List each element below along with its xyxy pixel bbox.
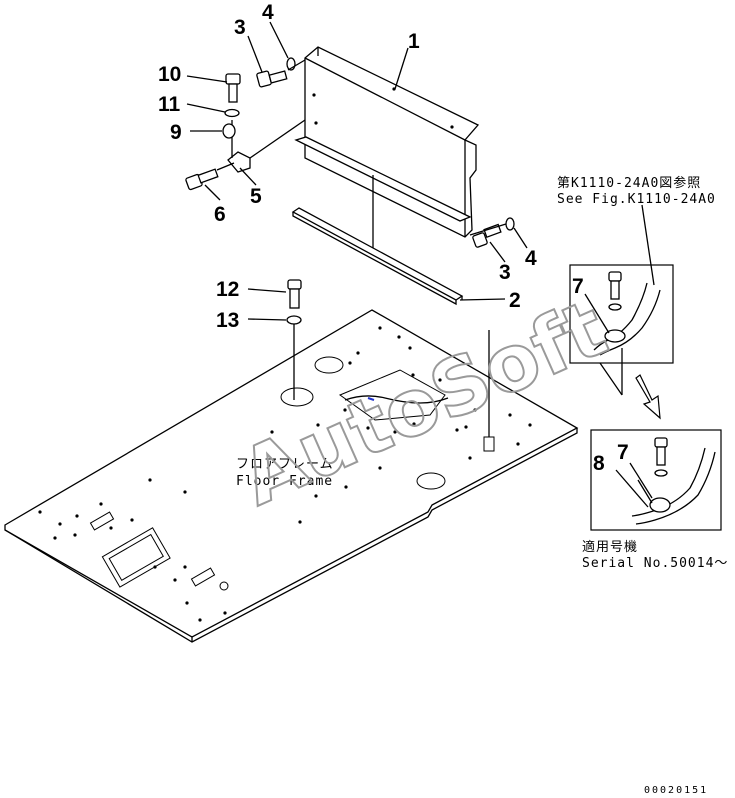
cover-plate: [294, 46, 480, 250]
bolt-12: [287, 279, 302, 309]
callouts: 1 4 3 10 11 9 5 6 3 4 2 12 13 7 7 8: [158, 1, 629, 475]
callout-10: 10: [158, 63, 181, 86]
see-fig-note-en: See Fig.K1110-24A0: [557, 192, 716, 207]
callout-7-lower: 7: [617, 441, 629, 464]
bolt-10: [225, 73, 241, 103]
callout-7-upper: 7: [572, 275, 584, 298]
bracket: [227, 119, 306, 173]
callout-9: 9: [170, 121, 182, 144]
callout-8: 8: [593, 452, 605, 475]
callout-5: 5: [250, 185, 262, 208]
rubber-strip: [291, 207, 464, 306]
callout-6: 6: [214, 203, 226, 226]
serial-note-jp: 適用号機: [582, 539, 638, 555]
callout-4-upper: 4: [262, 1, 274, 24]
callout-13: 13: [216, 309, 239, 332]
callout-12: 12: [216, 278, 239, 301]
callout-3-upper: 3: [234, 16, 246, 39]
bolt-6: [185, 168, 219, 191]
arrow-down-icon: [635, 374, 661, 420]
floor-harness: [344, 395, 449, 404]
floor-frame: [4, 309, 579, 643]
drawing-id: 00020151: [644, 785, 708, 796]
nut-9: [222, 123, 236, 139]
floor-frame-label-en: Floor Frame: [236, 474, 333, 489]
see-fig-note-jp: 第K1110-24A0図参照: [557, 175, 701, 191]
washer-13: [286, 315, 302, 325]
serial-note-en: Serial No.50014～: [582, 556, 728, 571]
detail-box-lower: [590, 429, 722, 531]
callout-2: 2: [509, 289, 521, 312]
bolt-3-upper: [256, 70, 288, 88]
callout-4-lower: 4: [525, 247, 537, 270]
detail-box-upper: [569, 264, 674, 396]
floor-frame-label-jp: フロアフレーム: [236, 457, 334, 472]
callout-3-lower: 3: [499, 261, 511, 284]
washer-4-lower: [505, 217, 515, 231]
leader-lines: [186, 21, 653, 499]
ref-leader: [641, 204, 655, 286]
callout-1: 1: [408, 30, 420, 53]
callout-11: 11: [158, 93, 181, 116]
washer-11: [224, 108, 240, 118]
bolt-3-lower: [472, 223, 502, 248]
